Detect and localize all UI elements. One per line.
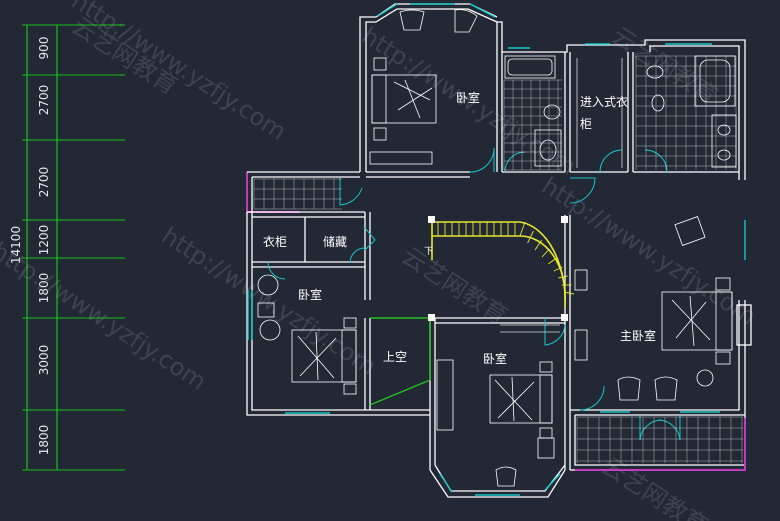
furniture [257, 9, 737, 487]
dimension-chain: 900 2700 2700 1200 1800 3000 1800 14100 [9, 24, 125, 471]
watermark-brand: 云艺网教育 [397, 242, 513, 331]
room-label-walk-in-closet-line2: 柜 [580, 117, 592, 131]
dimension-900: 900 [37, 37, 51, 60]
room-labels: 卧室 进入式衣 柜 衣柜 储藏 卧室 上空 卧室 主卧室 下 [263, 90, 656, 366]
room-label-bedroom-left: 卧室 [298, 287, 322, 302]
stair-direction-label: 下 [424, 247, 433, 257]
windows [247, 3, 746, 496]
watermark-url: http://www.yzfjy.com [67, 0, 291, 146]
dimension-1200: 1200 [37, 225, 51, 256]
room-label-master-bedroom: 主卧室 [620, 328, 656, 343]
dimension-3000: 3000 [37, 345, 51, 376]
room-label-bedroom-center: 卧室 [483, 351, 507, 366]
dimension-total: 14100 [9, 226, 23, 264]
watermark-url: http://www.yzfjy.com [0, 237, 211, 396]
room-label-walk-in-closet: 进入式衣 [580, 94, 628, 109]
dimension-1800-b: 1800 [37, 425, 51, 456]
dimension-2700-a: 2700 [37, 85, 51, 116]
room-label-bedroom-top: 卧室 [456, 90, 480, 105]
room-label-wardrobe: 衣柜 [263, 234, 287, 249]
dimension-2700-b: 2700 [37, 167, 51, 198]
staircase [369, 216, 574, 406]
dimension-1800-a: 1800 [37, 273, 51, 304]
watermarks: http://www.yzfjy.com http://www.yzfjy.co… [0, 0, 761, 521]
room-label-open-void: 上空 [383, 350, 407, 364]
watermark-brand: 云艺网教育 [597, 452, 713, 521]
room-label-storage: 储藏 [323, 234, 347, 249]
walls [246, 3, 752, 498]
tile-grids [253, 55, 743, 463]
